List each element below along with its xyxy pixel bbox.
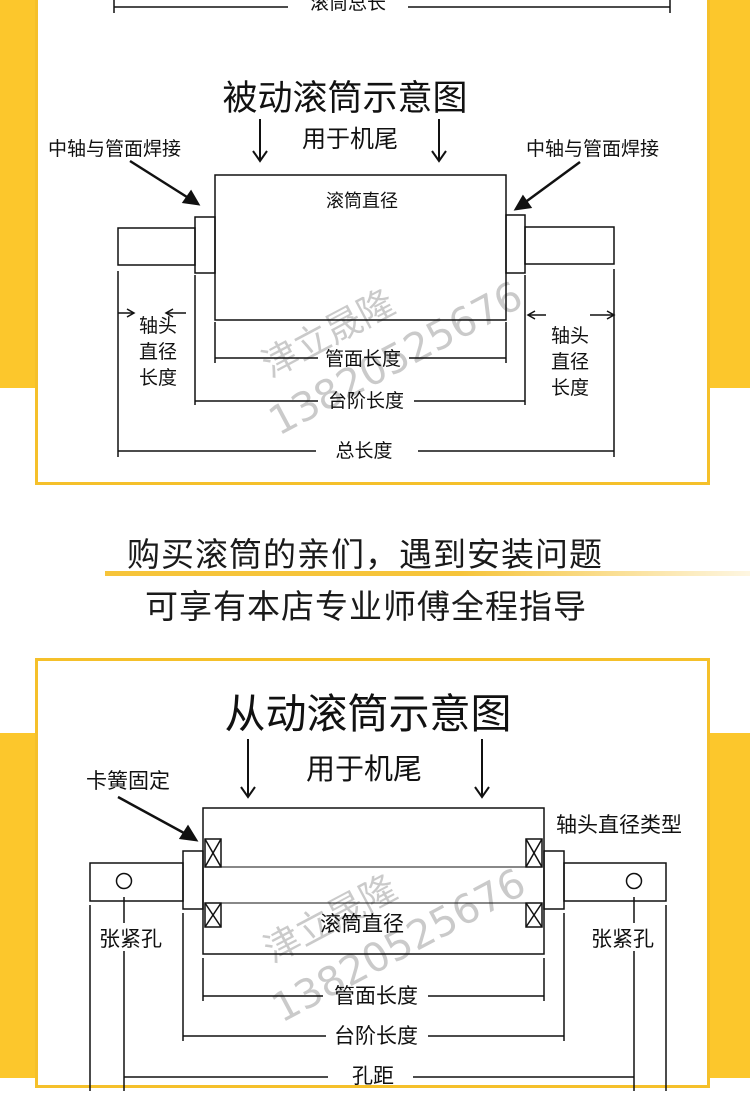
left-shaft-label-line3: 长度 <box>139 367 177 389</box>
diagram-subtitle: 用于机尾 <box>306 752 422 786</box>
right-step <box>543 850 565 910</box>
left-shaft-dim-arrows <box>118 308 186 318</box>
step-length-label: 台阶长度 <box>328 390 404 412</box>
circlip-label: 卡簧固定 <box>86 769 170 793</box>
promo-line-1: 购买滚筒的亲们，遇到安装问题 <box>127 535 603 574</box>
left-yellow-band-top <box>0 0 38 388</box>
tube-length-label: 管面长度 <box>334 984 418 1008</box>
promo-line-2: 可享有本店专业师傅全程指导 <box>145 587 587 626</box>
total-length-label: 总长度 <box>335 440 392 462</box>
diagram-title: 从动滚筒示意图 <box>225 690 512 738</box>
step-length-label: 台阶长度 <box>334 1024 418 1048</box>
right-shaft-label-line2: 直径 <box>551 351 589 373</box>
circlip-arrow-icon <box>117 795 199 842</box>
top-dim-label: 滚筒总长 <box>310 0 386 14</box>
right-weld-label: 中轴与管面焊接 <box>526 138 659 160</box>
follower-drum-diagram: 从动滚筒示意图 用于机尾 卡簧固定 轴头直径类型 <box>86 690 682 1091</box>
left-step <box>182 850 204 910</box>
left-hole-icon <box>115 872 133 890</box>
right-weld-arrow-icon <box>513 160 581 211</box>
diagram-title: 被动滚筒示意图 <box>222 79 467 119</box>
right-shaft <box>563 862 667 902</box>
left-shaft <box>117 227 196 266</box>
left-shaft-label-line2: 直径 <box>139 341 177 363</box>
down-arrow-left-icon <box>252 119 268 163</box>
right-hole-label: 张紧孔 <box>591 927 654 951</box>
left-hole-label: 张紧孔 <box>99 927 162 951</box>
left-shaft-label-line1: 轴头 <box>139 315 177 337</box>
right-shaft-dim-arrows <box>526 310 616 320</box>
left-step <box>194 216 216 274</box>
right-bearing-icon <box>525 838 543 928</box>
follower-drum-panel: 从动滚筒示意图 用于机尾 卡簧固定 轴头直径类型 <box>35 658 710 1091</box>
left-shaft <box>89 862 184 902</box>
shaft-type-label: 轴头直径类型 <box>556 813 682 837</box>
right-yellow-band-top <box>710 0 750 388</box>
tube-length-label: 管面长度 <box>325 348 401 370</box>
down-arrow-right-icon <box>474 739 490 799</box>
down-arrow-right-icon <box>431 119 447 163</box>
right-shaft <box>524 226 615 265</box>
hole-distance-label: 孔距 <box>352 1064 394 1088</box>
right-step <box>505 214 526 274</box>
left-weld-arrow-icon <box>129 159 201 206</box>
promo-underline <box>105 571 750 576</box>
right-yellow-band-bottom <box>708 733 750 1078</box>
right-shaft-label-line3: 长度 <box>551 377 589 399</box>
left-weld-label: 中轴与管面焊接 <box>48 138 181 160</box>
left-bearing-icon <box>204 838 222 928</box>
down-arrow-left-icon <box>240 739 256 799</box>
drum-diameter-label: 滚筒直径 <box>326 191 398 212</box>
driven-drum-diagram: 滚筒总长 被动滚筒示意图 用于机尾 中轴与管面焊接 中轴与管面焊接 滚筒直径 <box>48 0 671 462</box>
driven-drum-panel: 滚筒总长 被动滚筒示意图 用于机尾 中轴与管面焊接 中轴与管面焊接 滚筒直径 <box>35 0 710 485</box>
watermark: 津立晟隆 13820525676 <box>255 273 530 445</box>
drum-diameter-label: 滚筒直径 <box>320 912 404 936</box>
left-yellow-band-bottom <box>0 733 38 1078</box>
diagram-subtitle: 用于机尾 <box>302 125 398 153</box>
right-hole-icon <box>625 872 643 890</box>
right-shaft-label-line1: 轴头 <box>551 325 589 347</box>
